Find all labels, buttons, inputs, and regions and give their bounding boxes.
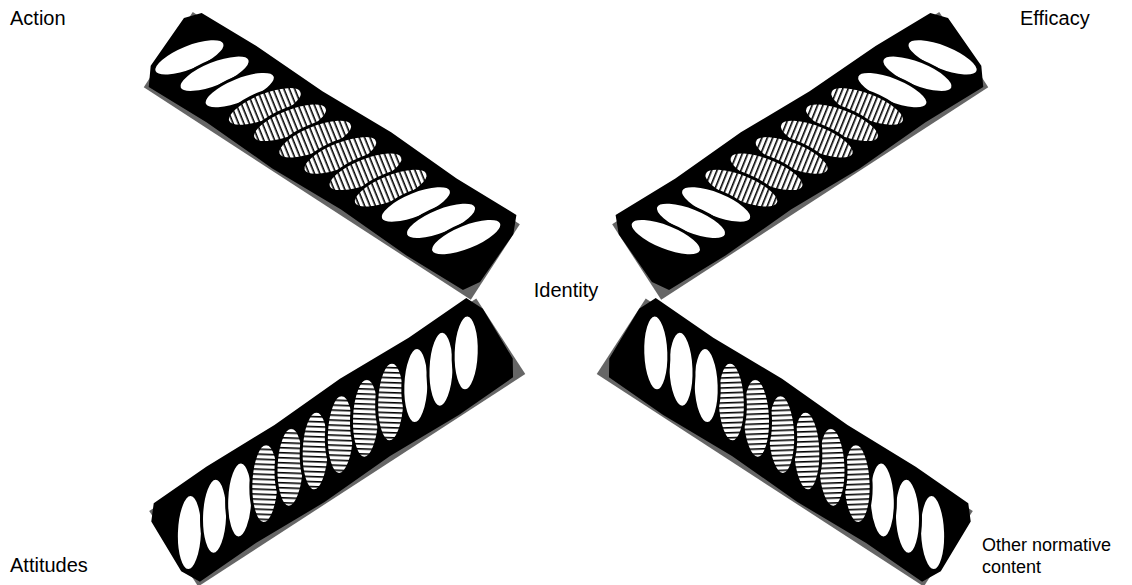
rope-strand: [135, 0, 524, 299]
corner-label: Other normative content: [982, 535, 1127, 578]
center-label: Identity: [534, 278, 598, 302]
corner-label: Efficacy: [1020, 6, 1090, 30]
rope-strand: [608, 0, 997, 299]
corner-label: Action: [10, 6, 66, 30]
rope-strand: [597, 293, 986, 585]
corner-label: Attitudes: [10, 553, 88, 577]
rope-strand: [137, 293, 526, 585]
